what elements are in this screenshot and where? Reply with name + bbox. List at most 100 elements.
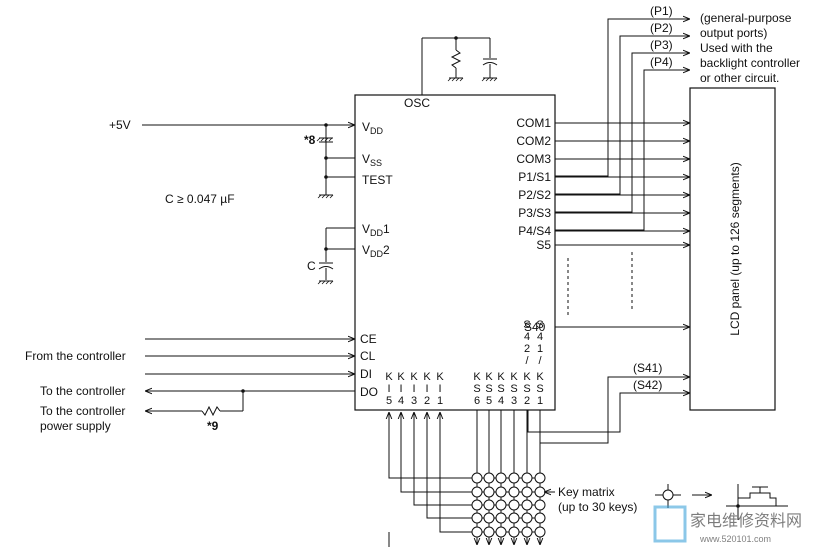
note-8: *8 [304,133,316,147]
right-pin-p4-s4: P4/S4 [518,224,551,238]
key-switch [471,512,483,524]
s42-char: S [523,319,530,331]
key-switch [521,486,533,498]
ks-pin-char: K [485,371,493,383]
key-switch [508,472,520,484]
ks-pin-char: S [473,383,480,395]
ki-return-line [427,412,470,519]
s42-label: (S42) [633,378,662,392]
right-pin-p2-s2: P2/S2 [518,188,551,202]
key-switch [508,526,520,538]
watermark: 家电维修资料网 www.520101.com [653,505,802,544]
key-switch [521,512,533,524]
key-switch [471,499,483,511]
s41-char: / [538,355,542,367]
to-controller-label: To the controller [40,384,125,398]
vdd-pin-label: VDD [362,120,384,136]
ks-pin-char: 2 [524,395,530,407]
right-pin-p3-s3: P3/S3 [518,206,551,220]
p1-label: (P1) [650,4,673,18]
s42-char: 4 [524,331,530,343]
key-switch [471,526,483,538]
key-matrix-label: Key matrix [558,485,615,499]
key-switch [534,512,546,524]
capacitor-label: C [307,259,316,273]
do-pin-label: DO [360,385,378,399]
output-port-description: (general-purpose output ports) Used with… [700,11,800,85]
key-switch [521,499,533,511]
ki-pin-char: K [397,371,405,383]
key-switch [483,472,495,484]
vdd1-pin-label: VDD1 [362,222,390,238]
s41-char: S [536,319,543,331]
key-switch [471,486,483,498]
vss-pin-label: VSS [362,152,382,168]
key-switch [483,499,495,511]
ki-pin-char: I [438,383,441,395]
ki-pin-char: I [387,383,390,395]
ks-pin-char: S [497,383,504,395]
ki-pin-char: 2 [424,395,430,407]
osc-pin-label: OSC [404,96,430,110]
svg-text:www.520101.com: www.520101.com [699,534,771,544]
key-switch [495,486,507,498]
svg-text:backlight controller: backlight controller [700,56,800,70]
right-pin-p1-s1: P1/S1 [518,170,551,184]
s41-pin-stack: S41/ [536,319,543,367]
ce-pin-label: CE [360,332,377,346]
s42-pin-stack: S42/ [523,319,530,367]
s41-char: 1 [537,343,543,355]
supply-label: +5V [109,118,131,132]
ks-pin-char: K [523,371,531,383]
key-switch [495,472,507,484]
key-switch [534,526,546,538]
right-pin-com3: COM3 [516,152,551,166]
ks-pin-char: 1 [537,395,543,407]
svg-text:Used with the: Used with the [700,41,773,55]
ks-pin-char: S [523,383,530,395]
p4-label: (P4) [650,55,673,69]
cl-pin-label: CL [360,349,376,363]
ki-pin-char: K [423,371,431,383]
ki-pin-char: 4 [398,395,404,407]
vdd2-pin-label: VDD2 [362,243,390,259]
power-supply-label: power supply [40,419,111,433]
right-pin-com2: COM2 [516,134,551,148]
di-pin-label: DI [360,367,372,381]
ks-pin-char: 6 [474,395,480,407]
osc-rc-network [421,36,498,95]
svg-text:(general-purpose: (general-purpose [700,11,792,25]
ki-pin-char: K [436,371,444,383]
ki-pin-char: 5 [386,395,392,407]
ki-pin-char: 1 [437,395,443,407]
test-pin-label: TEST [362,173,393,187]
key-switch [495,512,507,524]
s41-label: (S41) [633,361,662,375]
key-switch [534,499,546,511]
key-switch [508,512,520,524]
ks-pin-char: S [485,383,492,395]
ki-pin-char: K [385,371,393,383]
key-switch [508,486,520,498]
ki-pin-char: I [425,383,428,395]
ki-return-line [414,412,470,506]
key-switch [483,526,495,538]
s42-char: / [525,355,529,367]
lcd-panel-label: LCD panel (up to 126 segments) [728,162,742,335]
key-switch [521,526,533,538]
ks-pin-char: 4 [498,395,504,407]
p3-label: (P3) [650,38,673,52]
ks-pin-char: 5 [486,395,492,407]
p2-label: (P2) [650,21,673,35]
ki-return-line [401,412,470,493]
output-port-lines [555,19,690,231]
ki-pin-char: I [412,383,415,395]
key-switch [471,472,483,484]
key-switch [521,472,533,484]
ks-pin-char: K [536,371,544,383]
from-controller-label: From the controller [25,349,126,363]
